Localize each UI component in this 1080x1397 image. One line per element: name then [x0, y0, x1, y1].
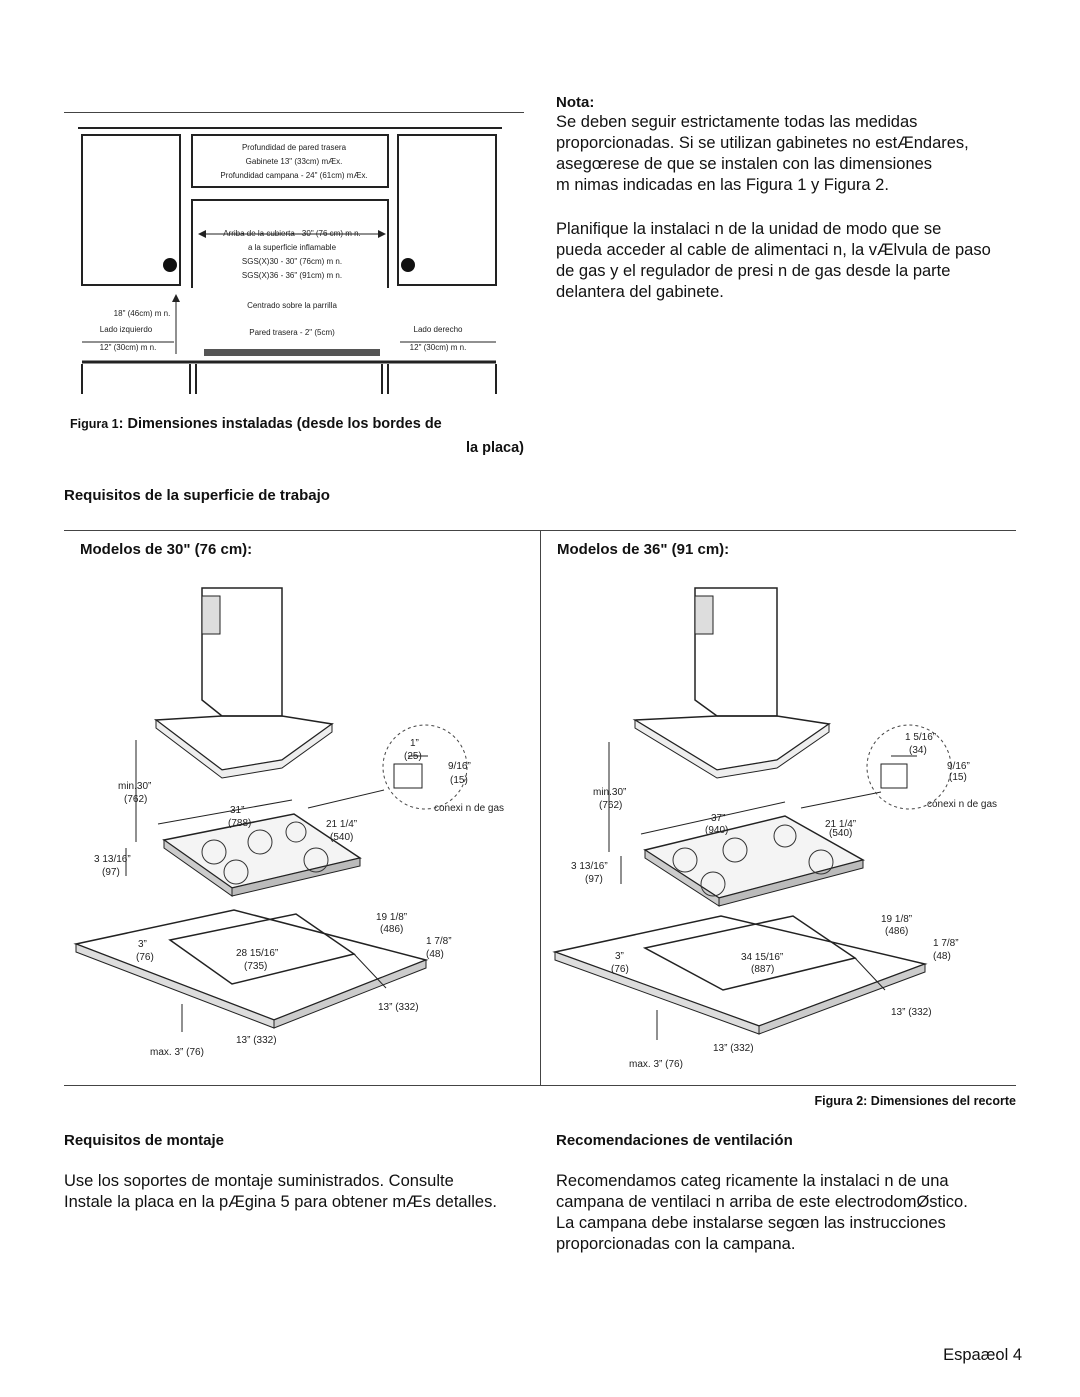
m30-left3-mm: (76)	[136, 952, 154, 963]
models36-heading: Modelos de 36" (91 cm):	[557, 541, 730, 558]
models36-diagram: 1 5/16” (34) 9/16” (15) conexi n de gas …	[552, 587, 997, 1070]
note-line: asegœrese de que se instalen con las dim…	[556, 155, 933, 173]
figure1-caption-line1: Figura 1: Dimensiones instaladas (desde …	[70, 416, 442, 432]
fig1-rear-depth: Profundidad de pared trasera	[242, 143, 347, 152]
figure1-top-rule	[64, 112, 524, 113]
m36-conn1-mm: (34)	[909, 745, 927, 756]
m36-left3-mm: (76)	[611, 964, 629, 975]
m30-edge-mm: (48)	[426, 949, 444, 960]
mounting-heading: Requisitos de montaje	[64, 1132, 225, 1149]
m30-cut-width: 28 15/16”	[236, 948, 278, 959]
m30-width-mm: (788)	[228, 818, 251, 829]
m30-min30-mm: (762)	[124, 794, 147, 805]
m30-cut-width-mm: (735)	[244, 961, 267, 972]
m36-gas: conexi n de gas	[927, 799, 997, 810]
fig1-above: Arriba de la cubierta - 30" (76 cm) m n.	[223, 229, 361, 238]
m36-cut-depth-mm: (486)	[885, 926, 908, 937]
m36-cut-depth: 19 1/8”	[881, 914, 912, 925]
fig1-min18: 18" (46cm) m n.	[114, 309, 171, 318]
m30-conn2: 9/16”	[448, 761, 471, 772]
m36-cut-width-mm: (887)	[751, 964, 774, 975]
note-title: Nota:	[556, 94, 595, 111]
m36-max3: max. 3” (76)	[629, 1059, 683, 1070]
m30-depth-mm: (540)	[330, 832, 353, 843]
figure2-caption: Figura 2: Dimensiones del recorte	[814, 1094, 1016, 1108]
m30-front13: 13” (332)	[236, 1035, 277, 1046]
ventilation-line: La campana debe instalarse segœn las ins…	[556, 1214, 946, 1232]
ventilation-heading: Recomendaciones de ventilación	[556, 1132, 793, 1149]
m36-depth: 21 1/4”	[825, 819, 856, 830]
fig1-hood-depth: Profundidad campana - 24" (61cm) mÆx.	[220, 171, 367, 180]
m30-rear13: 13” (332)	[378, 1002, 419, 1013]
figure2-divider	[540, 530, 541, 1085]
m30-edge: 1 7/8”	[426, 936, 452, 947]
fig1-right-min: 12" (30cm) m n.	[410, 343, 467, 352]
m36-cut-width: 34 15/16”	[741, 952, 783, 963]
figure2-bottom-rule	[64, 1085, 1016, 1086]
m30-gas: conexi n de gas	[434, 803, 504, 814]
m30-front-mm: (97)	[102, 867, 120, 878]
fig1-cabinet: Gabinete 13" (33cm) mÆx.	[246, 157, 343, 166]
figure1-caption-line2: la placa)	[465, 440, 524, 456]
ventilation-line: Recomendamos categ ricamente la instalac…	[556, 1172, 949, 1190]
m36-edge-mm: (48)	[933, 951, 951, 962]
mounting-line: Instale la placa en la pÆgina 5 para obt…	[64, 1193, 497, 1211]
fig1-sgs30: SGS(X)30 - 30" (76cm) m n.	[242, 257, 342, 266]
m36-conn1: 1 5/16”	[905, 732, 936, 743]
m36-min30-mm: (762)	[599, 800, 622, 811]
fig1-rear-wall: Pared trasera - 2" (5cm)	[249, 328, 335, 337]
m30-width: 31”	[230, 805, 244, 816]
m30-front: 3 13/16”	[94, 854, 131, 865]
m30-cut-depth: 19 1/8”	[376, 912, 407, 923]
worksurface-heading: Requisitos de la superficie de trabajo	[64, 487, 330, 504]
note-line: Planifique la instalaci n de la unidad d…	[556, 220, 942, 238]
m30-max3: max. 3” (76)	[150, 1047, 204, 1058]
m36-conn2: 9/16”	[947, 761, 970, 772]
m36-width-mm: (940)	[705, 825, 728, 836]
m36-min30: min.30”	[593, 787, 626, 798]
m36-front: 3 13/16”	[571, 861, 608, 872]
m30-conn1-mm: (25)	[404, 751, 422, 762]
note-line: pueda acceder al cable de alimentaci n, …	[556, 241, 991, 259]
m36-rear13: 13” (332)	[891, 1007, 932, 1018]
m30-depth: 21 1/4”	[326, 819, 357, 830]
fig1-left-side: Lado izquierdo	[100, 325, 153, 334]
m30-left3: 3”	[138, 939, 147, 950]
fig1-left-min: 12" (30cm) m n.	[100, 343, 157, 352]
m30-conn2-mm: (15)	[450, 775, 468, 786]
fig1-centered: Centrado sobre la parrilla	[247, 301, 337, 310]
fig1-right-side: Lado derecho	[414, 325, 463, 334]
m30-conn1: 1”	[410, 738, 419, 749]
m36-width: 37”	[711, 813, 725, 824]
m36-left3: 3”	[615, 951, 624, 962]
note-line: Se deben seguir estrictamente todas las …	[556, 113, 918, 131]
m36-conn2-mm: (15)	[949, 772, 967, 783]
m36-depth-mm: (540)	[829, 828, 852, 839]
note-line: delantera del gabinete.	[556, 283, 724, 301]
note-paragraph-2: Planifique la instalaci n de la unidad d…	[556, 219, 1036, 303]
note-line: proporcionadas. Si se utilizan gabinetes…	[556, 134, 969, 152]
m36-front13: 13” (332)	[713, 1043, 754, 1054]
note-line: de gas y el regulador de presi n de gas …	[556, 262, 951, 280]
m30-min30: min.30”	[118, 781, 151, 792]
mounting-text: Use los soportes de montaje suministrado…	[64, 1171, 534, 1213]
m30-cut-depth-mm: (486)	[380, 924, 403, 935]
m36-front-mm: (97)	[585, 874, 603, 885]
fig1-flammable: a la superficie inflamable	[248, 243, 337, 252]
mounting-line: Use los soportes de montaje suministrado…	[64, 1172, 454, 1190]
models30-heading: Modelos de 30" (76 cm):	[80, 541, 253, 558]
note-line: m nimas indicadas en las Figura 1 y Figu…	[556, 176, 889, 194]
note-paragraph-1: Se deben seguir estrictamente todas las …	[556, 112, 1036, 196]
ventilation-text: Recomendamos categ ricamente la instalac…	[556, 1171, 1036, 1255]
ventilation-line: campana de ventilaci n arriba de este el…	[556, 1193, 968, 1211]
page-footer: Espaæol 4	[943, 1346, 1022, 1364]
ventilation-line: proporcionadas con la campana.	[556, 1235, 796, 1253]
models30-diagram: 1” (25) 9/16” (15) conexi n de gas min.3…	[73, 587, 504, 1058]
figure1-diagram: Profundidad de pared trasera Gabinete 13…	[78, 127, 502, 394]
fig1-sgs36: SGS(X)36 - 36" (91cm) m n.	[242, 271, 342, 280]
m36-edge: 1 7/8”	[933, 938, 959, 949]
